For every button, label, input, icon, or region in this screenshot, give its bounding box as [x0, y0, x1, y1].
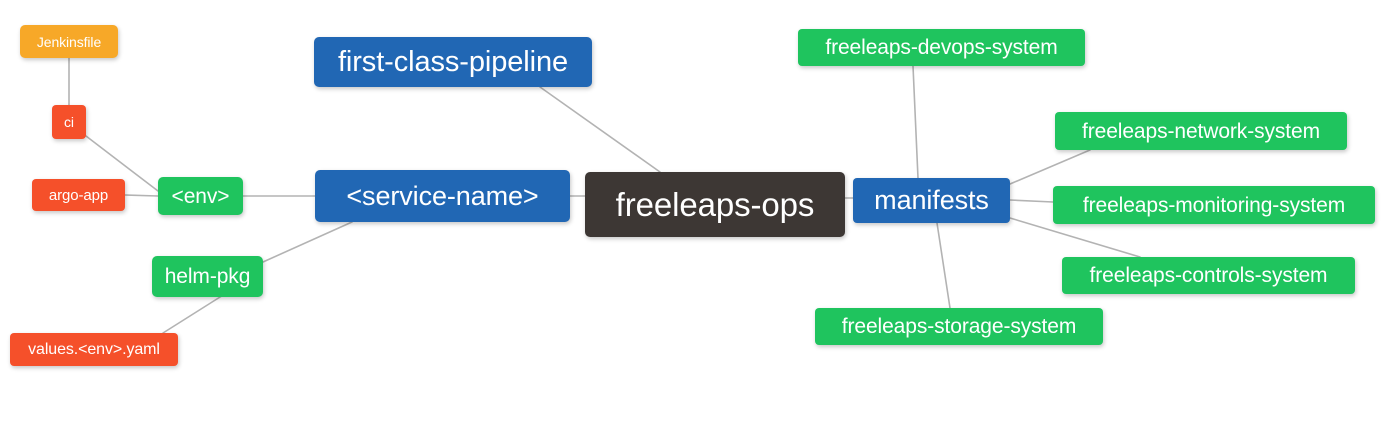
node-label-ci: ci [64, 114, 74, 130]
node-freeleaps-controls-system[interactable]: freeleaps-controls-system [1062, 257, 1355, 294]
node-label-freeleaps-network-system: freeleaps-network-system [1081, 119, 1320, 143]
node-ci[interactable]: ci [52, 105, 86, 139]
node-label-argo-app: argo-app [48, 186, 109, 204]
edge-argo-app-to-env [124, 194, 159, 197]
node-freeleaps-monitoring-system[interactable]: freeleaps-monitoring-system [1053, 186, 1375, 224]
node-freeleaps-ops[interactable]: freeleaps-ops [585, 172, 845, 237]
node-env[interactable]: <env> [158, 177, 243, 215]
node-manifests[interactable]: manifests [853, 178, 1010, 223]
node-label-manifests: manifests [874, 185, 989, 215]
node-label-freeleaps-monitoring-system: freeleaps-monitoring-system [1082, 193, 1346, 217]
node-label-freeleaps-devops-system: freeleaps-devops-system [825, 36, 1058, 59]
edge-manifests-to-freeleaps-storage-system [936, 222, 951, 309]
node-label-first-class-pipeline: first-class-pipeline [337, 45, 569, 78]
node-freeleaps-storage-system[interactable]: freeleaps-storage-system [815, 308, 1103, 345]
node-label-service-name: <service-name> [346, 180, 539, 211]
node-values-env-yaml[interactable]: values.<env>.yaml [10, 333, 178, 366]
node-service-name[interactable]: <service-name> [315, 170, 570, 222]
node-label-values-env-yaml: values.<env>.yaml [28, 340, 160, 358]
node-label-env: <env> [171, 184, 230, 208]
edge-first-class-pipeline-to-freeleaps-ops [539, 86, 661, 173]
edge-manifests-to-freeleaps-network-system [1009, 149, 1091, 185]
node-label-helm-pkg: helm-pkg [164, 265, 251, 288]
edge-manifests-to-freeleaps-devops-system [912, 65, 919, 179]
node-argo-app[interactable]: argo-app [32, 179, 125, 211]
node-label-jenkinsfile: Jenkinsfile [36, 33, 102, 50]
node-label-freeleaps-storage-system: freeleaps-storage-system [841, 315, 1077, 338]
edge-values-env-yaml-to-helm-pkg [162, 291, 229, 334]
node-freeleaps-devops-system[interactable]: freeleaps-devops-system [798, 29, 1085, 66]
node-freeleaps-network-system[interactable]: freeleaps-network-system [1055, 112, 1347, 150]
node-first-class-pipeline[interactable]: first-class-pipeline [314, 37, 592, 87]
node-jenkinsfile[interactable]: Jenkinsfile [20, 25, 118, 58]
edge-manifests-to-freeleaps-monitoring-system [1009, 199, 1054, 203]
node-label-freeleaps-ops: freeleaps-ops [615, 186, 815, 223]
node-label-freeleaps-controls-system: freeleaps-controls-system [1089, 264, 1328, 287]
node-helm-pkg[interactable]: helm-pkg [152, 256, 263, 297]
edge-helm-pkg-to-service-name [262, 221, 353, 263]
